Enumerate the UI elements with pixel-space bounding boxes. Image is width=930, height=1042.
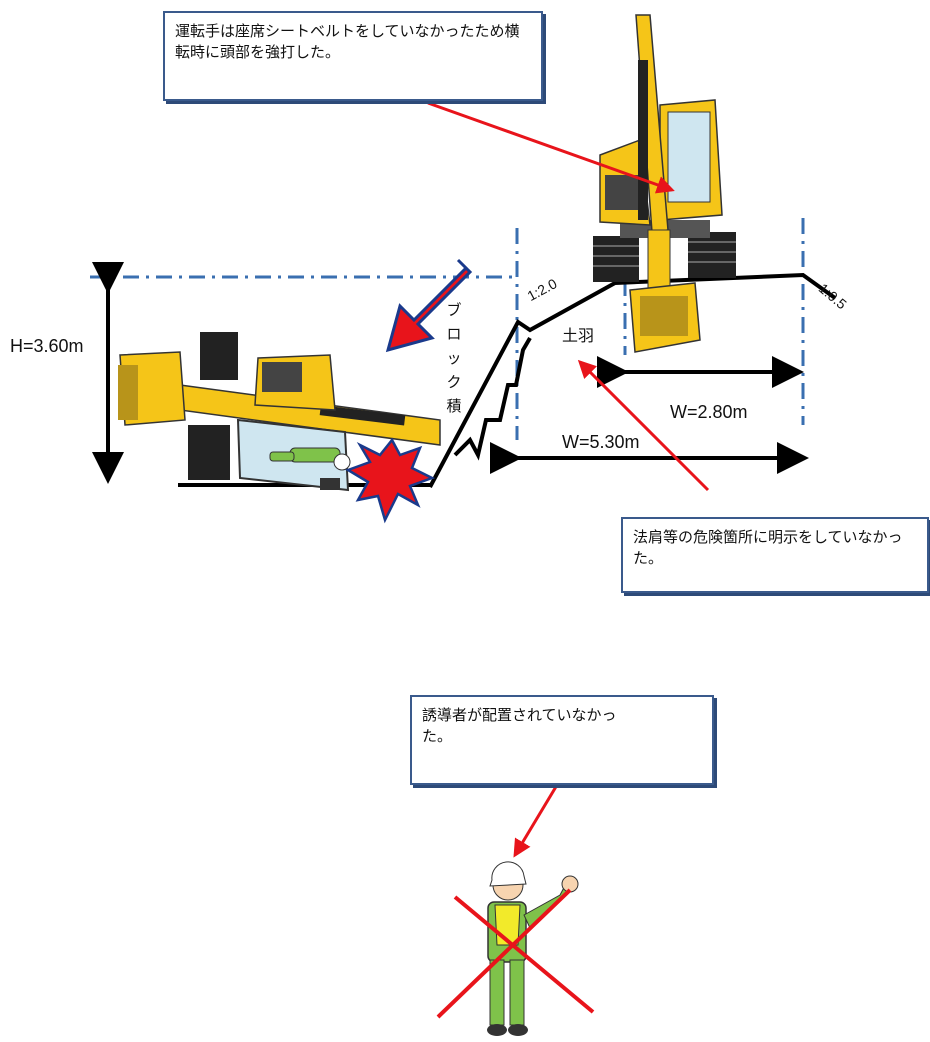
block-wall-char-1: ブ [446,301,462,319]
block-wall-char-5: 積 [446,397,462,415]
block-wall-label: ブ ロ ッ ク 積 [444,298,464,418]
cab-window [667,111,711,203]
width-top-label: W=2.80m [670,402,748,422]
embankment-line [428,272,837,488]
guide-leg-right [509,959,525,1026]
bucket-teeth-overturned [118,365,138,420]
block-wall-char-3: ッ [446,349,462,367]
guide-lines [90,218,805,440]
thrown-driver [269,447,351,490]
guide-shoe-right [508,1024,528,1036]
callout-seatbelt: 運転手は座席シートベルトをしていなかったため横転時に頭部を強打した。 [163,11,543,101]
excavator-upright [593,14,736,353]
pointer-seatbelt [427,101,675,194]
cross-out-mark [436,888,595,1019]
pointer-shoulder [577,359,710,492]
guide-person-figure [487,861,579,1036]
guide-hand [561,875,579,893]
callout-shoulder-marking: 法肩等の危険箇所に明示をしていなかった。 [621,517,929,593]
impact-burst-icon [345,437,436,524]
boom-cylinder-overturned [319,405,406,426]
track-left [593,236,639,282]
track-top [200,332,238,380]
engine-overturned [262,362,302,392]
block-wall-zigzag [453,336,532,461]
fall-direction-arrow [385,258,473,353]
pointer-guide-person [513,779,562,858]
dimension-arrows [92,262,809,484]
helmet-icon [489,861,527,887]
callout-guide-person: 誘導者が配置されていなかった。 [410,695,714,785]
embankment-label: 土羽 [562,326,595,345]
width-total-label: W=5.30m [562,432,640,452]
bucket-inner [640,296,688,336]
guide-leg-left [489,959,505,1026]
track-right [688,232,736,278]
boom-cylinder [638,60,648,220]
block-wall-char-2: ロ [446,325,462,343]
excavator-overturned [118,332,441,492]
pointer-arrows [427,101,710,858]
guide-shoe-left [487,1024,507,1036]
block-wall-char-4: ク [446,373,462,391]
arm [647,229,671,291]
track-bottom [188,425,230,480]
height-label: H=3.60m [10,336,84,356]
